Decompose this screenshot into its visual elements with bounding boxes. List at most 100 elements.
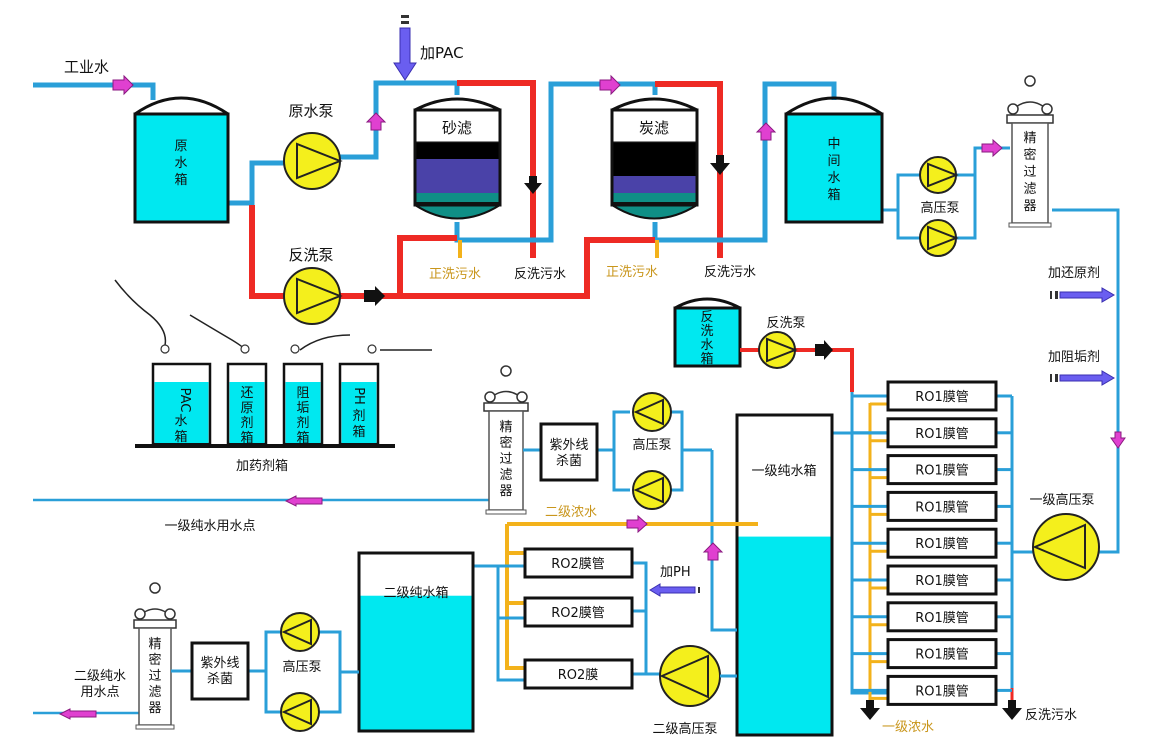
flow-arrow-icon	[284, 495, 323, 507]
ro1-tube-label: RO1膜管	[915, 427, 969, 442]
pipe-industrial-inlet	[33, 82, 156, 100]
svg-text:箱: 箱	[296, 430, 309, 446]
ro2-tube-body	[523, 596, 634, 628]
flow-arrow-icon	[1002, 700, 1022, 720]
ro1-tube-body	[886, 454, 998, 486]
pipe-filter-to-ro-feed	[1052, 208, 1120, 554]
ro2-tube-label: RO2膜	[558, 668, 599, 683]
hp-pump-1a-icon	[919, 156, 959, 194]
hp-pump-2b-icon	[632, 470, 672, 510]
forward-wash-1-label: 正洗污水	[429, 267, 481, 282]
svg-text:箱: 箱	[827, 187, 840, 203]
precision-filter-3: 精 密 过 滤 器	[133, 582, 177, 730]
flow-arrow-icon	[365, 112, 387, 131]
ro1-tube-body	[886, 417, 998, 449]
add-ph-arrow-icon	[649, 583, 700, 597]
flow-arrow-icon	[58, 708, 97, 720]
uv-sterilizer-1: 紫外线 杀菌	[539, 422, 599, 482]
ro1-membrane-tube: RO1膜管	[852, 527, 1012, 559]
svg-text:剂: 剂	[240, 416, 253, 431]
svg-text:二级纯水箱: 二级纯水箱	[383, 585, 448, 601]
add-antiscalant-label: 加阻垢剂	[1048, 350, 1100, 365]
svg-text:中: 中	[827, 137, 840, 152]
pipe-middle-to-hp	[882, 173, 920, 240]
ro2-bank: RO2膜管 RO2膜管 RO2膜	[523, 547, 634, 690]
svg-text:原: 原	[240, 401, 253, 416]
flow-arrow-icon	[1110, 431, 1126, 449]
secondary-hp-pump-icon	[659, 645, 721, 707]
add-antiscalant-arrow-icon	[1050, 370, 1115, 386]
svg-text:精: 精	[148, 637, 161, 652]
sand-filter: 砂滤	[413, 97, 502, 220]
svg-text:精: 精	[499, 420, 512, 435]
ro1-tube-body	[886, 674, 998, 706]
svg-text:箱: 箱	[352, 424, 365, 440]
pipe-red-left	[249, 205, 285, 299]
flow-arrow-icon	[112, 74, 134, 96]
svg-text:过: 过	[1023, 165, 1036, 180]
ro1-tube-body	[886, 564, 998, 596]
ro1-tube-body	[886, 601, 998, 633]
ro1-tube-label: RO1膜管	[915, 574, 969, 589]
ro1-tube-label: RO1膜管	[915, 648, 969, 663]
secondary-use-point-label-2: 用水点	[80, 685, 119, 700]
pipe-uv1-hp2	[523, 410, 712, 492]
pipes-top	[33, 80, 1120, 554]
svg-text:砂滤: 砂滤	[442, 119, 472, 137]
hp-pump-2a-icon	[632, 392, 672, 432]
ro2-membrane-tube: RO2膜管	[523, 596, 634, 628]
ro2-tube-body	[523, 658, 634, 690]
pipe-ro2-feed	[472, 564, 525, 682]
ro2-tube-body	[523, 547, 634, 579]
flow-arrow-icon	[702, 542, 724, 561]
pipe-backwash-2	[740, 348, 854, 392]
ro1-membrane-tube: RO1膜管	[852, 601, 1012, 633]
ro1-membrane-tube: RO1膜管	[852, 564, 1012, 596]
svg-text:水: 水	[174, 156, 187, 171]
svg-text:杀菌: 杀菌	[207, 672, 233, 687]
svg-text:原: 原	[174, 139, 187, 154]
hp-pump-1b-icon	[919, 219, 959, 257]
svg-text:精: 精	[1023, 131, 1036, 146]
primary-hp-pump-icon	[1032, 513, 1100, 581]
secondary-concentrate-label: 二级浓水	[545, 505, 597, 520]
industrial-water-label: 工业水	[64, 58, 109, 76]
secondary-hp-pump-label: 二级高压泵	[652, 721, 717, 737]
raw-pump-label: 原水泵	[288, 102, 333, 120]
add-reducer-label: 加还原剂	[1048, 266, 1100, 281]
flow-arrow-icon	[626, 514, 648, 534]
uv-sterilizer-2: 紫外线 杀菌	[190, 641, 250, 701]
hp-pump-3b-icon	[280, 692, 320, 732]
pipe-uv2-hp3	[171, 630, 359, 714]
backwash-pump-1-label: 反洗泵	[288, 246, 333, 264]
pipe-raw-to-pump	[228, 160, 285, 206]
pipe-carbon-backwash-out	[655, 81, 723, 258]
svg-text:杀菌: 杀菌	[556, 454, 582, 469]
raw-pump-icon	[283, 132, 343, 190]
svg-text:还: 还	[240, 386, 253, 401]
svg-text:阻: 阻	[296, 386, 309, 401]
ro2-tube-label: RO2膜管	[551, 557, 605, 572]
ro1-tube-label: RO1膜管	[915, 390, 969, 405]
backwash-waste-3-label: 反洗污水	[1025, 708, 1077, 723]
ro1-tube-body	[886, 490, 998, 522]
backwash-pump-2-icon	[758, 331, 798, 369]
ro1-tube-label: RO1膜管	[915, 684, 969, 699]
backwash-waste-1-label: 反洗污水	[514, 267, 566, 282]
ro1-membrane-tube: RO1膜管	[852, 674, 1012, 706]
pipe-sand-backwash-out	[457, 80, 536, 258]
svg-text:密: 密	[1023, 147, 1036, 163]
pipe-hp2-to-tank	[710, 450, 737, 632]
svg-text:反: 反	[700, 310, 713, 325]
pipe-pump-to-sand	[340, 80, 460, 160]
carbon-filter: 炭滤	[610, 97, 699, 220]
flow-arrow-icon	[815, 340, 833, 360]
hp-pump-2-label: 高压泵	[632, 437, 671, 453]
forward-wash-2-label: 正洗污水	[606, 265, 658, 280]
dosing-boxes-title: 加药剂箱	[236, 458, 288, 474]
ro1-tube-body	[886, 380, 998, 412]
dosing-box-pac: PAC 水 箱	[151, 362, 212, 446]
svg-text:箱: 箱	[700, 351, 713, 367]
dosing-box-reducer: 还 原 剂 箱	[226, 362, 268, 446]
